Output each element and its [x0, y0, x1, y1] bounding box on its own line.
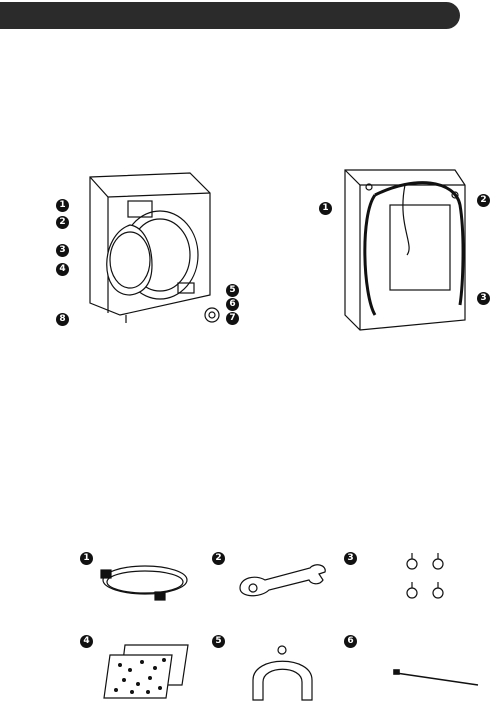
- front-callout-4: 4: [56, 263, 69, 276]
- spanner-icon: [235, 560, 330, 600]
- washer-rear-illustration: [335, 165, 480, 335]
- anti-slip-pads-icon: [100, 640, 195, 702]
- front-callout-1: 1: [56, 199, 69, 212]
- rear-callout-3: 3: [477, 292, 490, 305]
- front-callout-2: 2: [56, 216, 69, 229]
- cable-tie-icon: [392, 665, 482, 690]
- section-header-bar: [0, 2, 460, 29]
- front-callout-8: 8: [56, 313, 69, 326]
- accessory-callout-3: 3: [344, 552, 357, 565]
- hose-guide-bracket-icon: [245, 640, 320, 705]
- front-callout-5: 5: [226, 284, 239, 297]
- rear-callout-1: 1: [319, 202, 332, 215]
- transit-bolt-caps-icon: [400, 548, 455, 608]
- front-callout-6: 6: [226, 298, 239, 311]
- accessory-callout-5: 5: [212, 635, 225, 648]
- power-cord-icon: [95, 560, 190, 605]
- rear-callout-2: 2: [477, 194, 490, 207]
- washer-front-illustration: [60, 165, 250, 330]
- accessory-callout-4: 4: [80, 635, 93, 648]
- accessory-callout-6: 6: [344, 635, 357, 648]
- accessory-callout-2: 2: [212, 552, 225, 565]
- accessory-callout-1: 1: [80, 552, 93, 565]
- front-callout-7: 7: [226, 312, 239, 325]
- front-callout-3: 3: [56, 244, 69, 257]
